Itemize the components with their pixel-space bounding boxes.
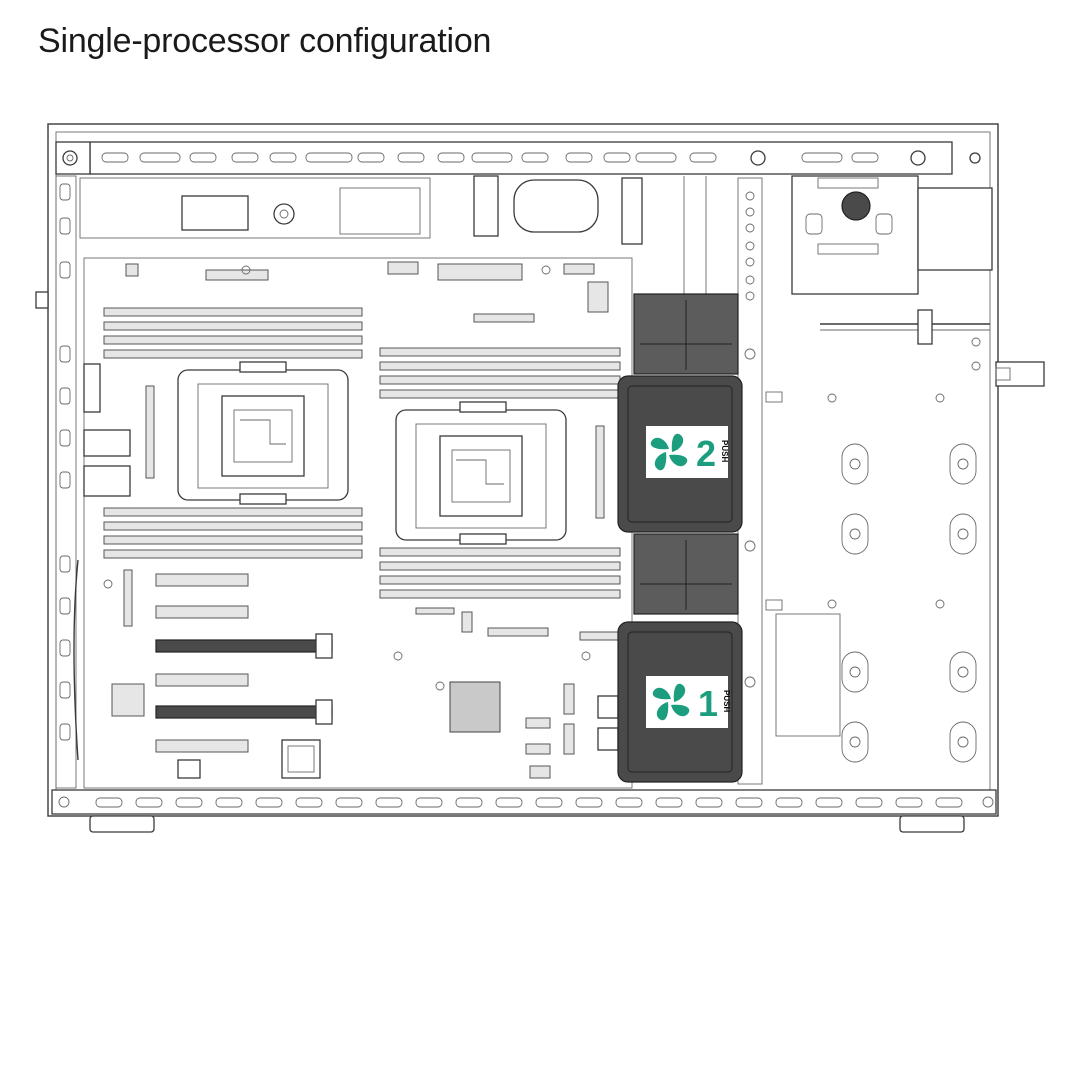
chassis-frame <box>35 123 1045 833</box>
fan-2-number: 2 <box>696 433 716 474</box>
fan-module-1[interactable]: 1 PUSH <box>617 621 743 783</box>
dimm-bank-3 <box>103 507 363 559</box>
pcie-slots <box>155 573 333 753</box>
fan-bay-blank-lower <box>633 533 739 615</box>
top-interior <box>79 175 707 296</box>
fan-module-2[interactable]: 2 PUSH <box>617 375 743 533</box>
vertical-header <box>145 385 155 479</box>
fan-2-push-label: PUSH <box>720 440 729 462</box>
cpu-socket-1 <box>177 361 349 505</box>
drive-cage <box>765 175 993 763</box>
motherboard <box>83 257 633 789</box>
left-cable-channel <box>55 175 79 789</box>
fan-icon <box>650 433 688 471</box>
bottom-rail <box>51 789 997 815</box>
top-rail <box>55 141 981 175</box>
vertical-header <box>595 425 605 519</box>
fan-bay-blank-upper <box>633 293 739 375</box>
cpu-socket-2 <box>395 401 567 545</box>
vertical-header <box>123 569 133 627</box>
page-title: Single-processor configuration <box>38 22 492 60</box>
dimm-bank-2 <box>379 347 621 399</box>
fan-1-number: 1 <box>698 683 718 724</box>
chipset <box>103 579 619 779</box>
fan-icon <box>652 683 690 721</box>
dimm-bank-1 <box>103 307 363 359</box>
fan-1-push-label: PUSH <box>722 690 731 712</box>
left-io-block <box>83 363 131 497</box>
dimm-bank-4 <box>379 547 621 599</box>
